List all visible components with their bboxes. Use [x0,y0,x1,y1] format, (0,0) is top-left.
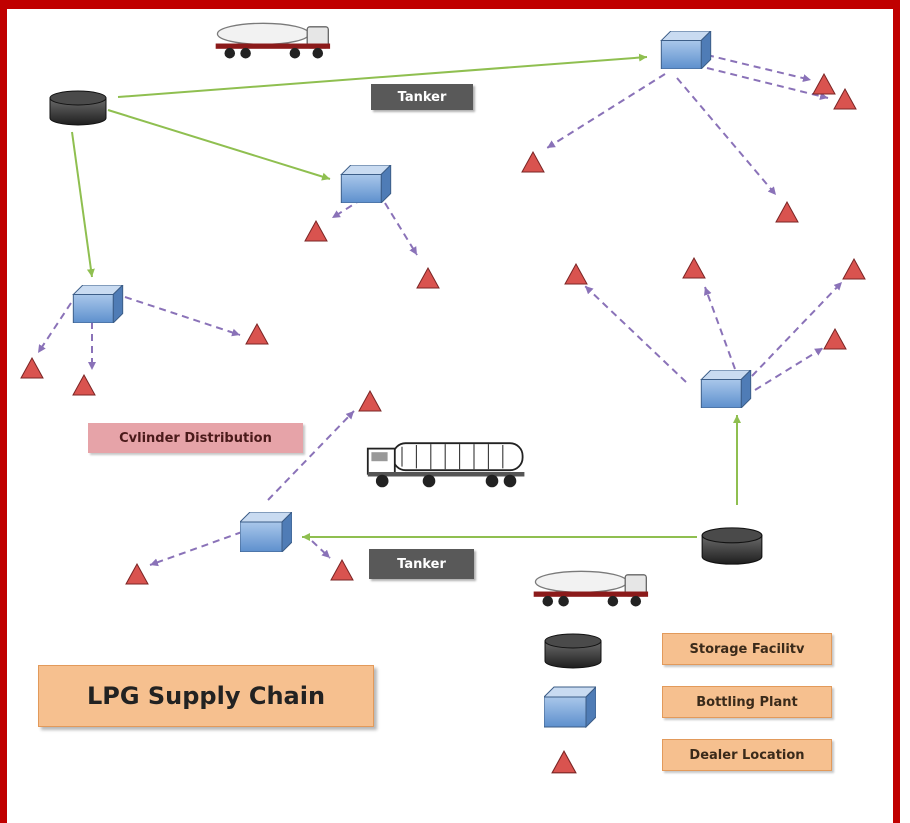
distribution-route [267,410,355,501]
distribution-route [703,286,736,370]
tanker-label: Tanker [369,549,474,579]
distribution-route [751,281,843,377]
legend-dealer-label: Dealer Location [662,739,832,771]
tanker-label: Tanker [371,84,473,110]
distribution-route [706,54,812,83]
distribution-route [384,202,418,256]
cylinder-distribution-label: Cvlinder Distribution [88,423,303,453]
tanker-route [71,131,95,278]
distribution-route [676,77,777,196]
distribution-route [124,296,241,337]
distribution-route [706,67,829,100]
legend-storage-label: Storage Facilitv [662,633,832,665]
distribution-route [311,540,331,559]
tanker-route [107,109,331,181]
page-title: LPG Supply Chain [38,665,374,727]
distribution-route [37,302,72,354]
tanker-route [117,53,648,98]
distribution-route [754,347,824,391]
legend-bottling-label: Bottling Plant [662,686,832,718]
distribution-route [149,531,243,567]
